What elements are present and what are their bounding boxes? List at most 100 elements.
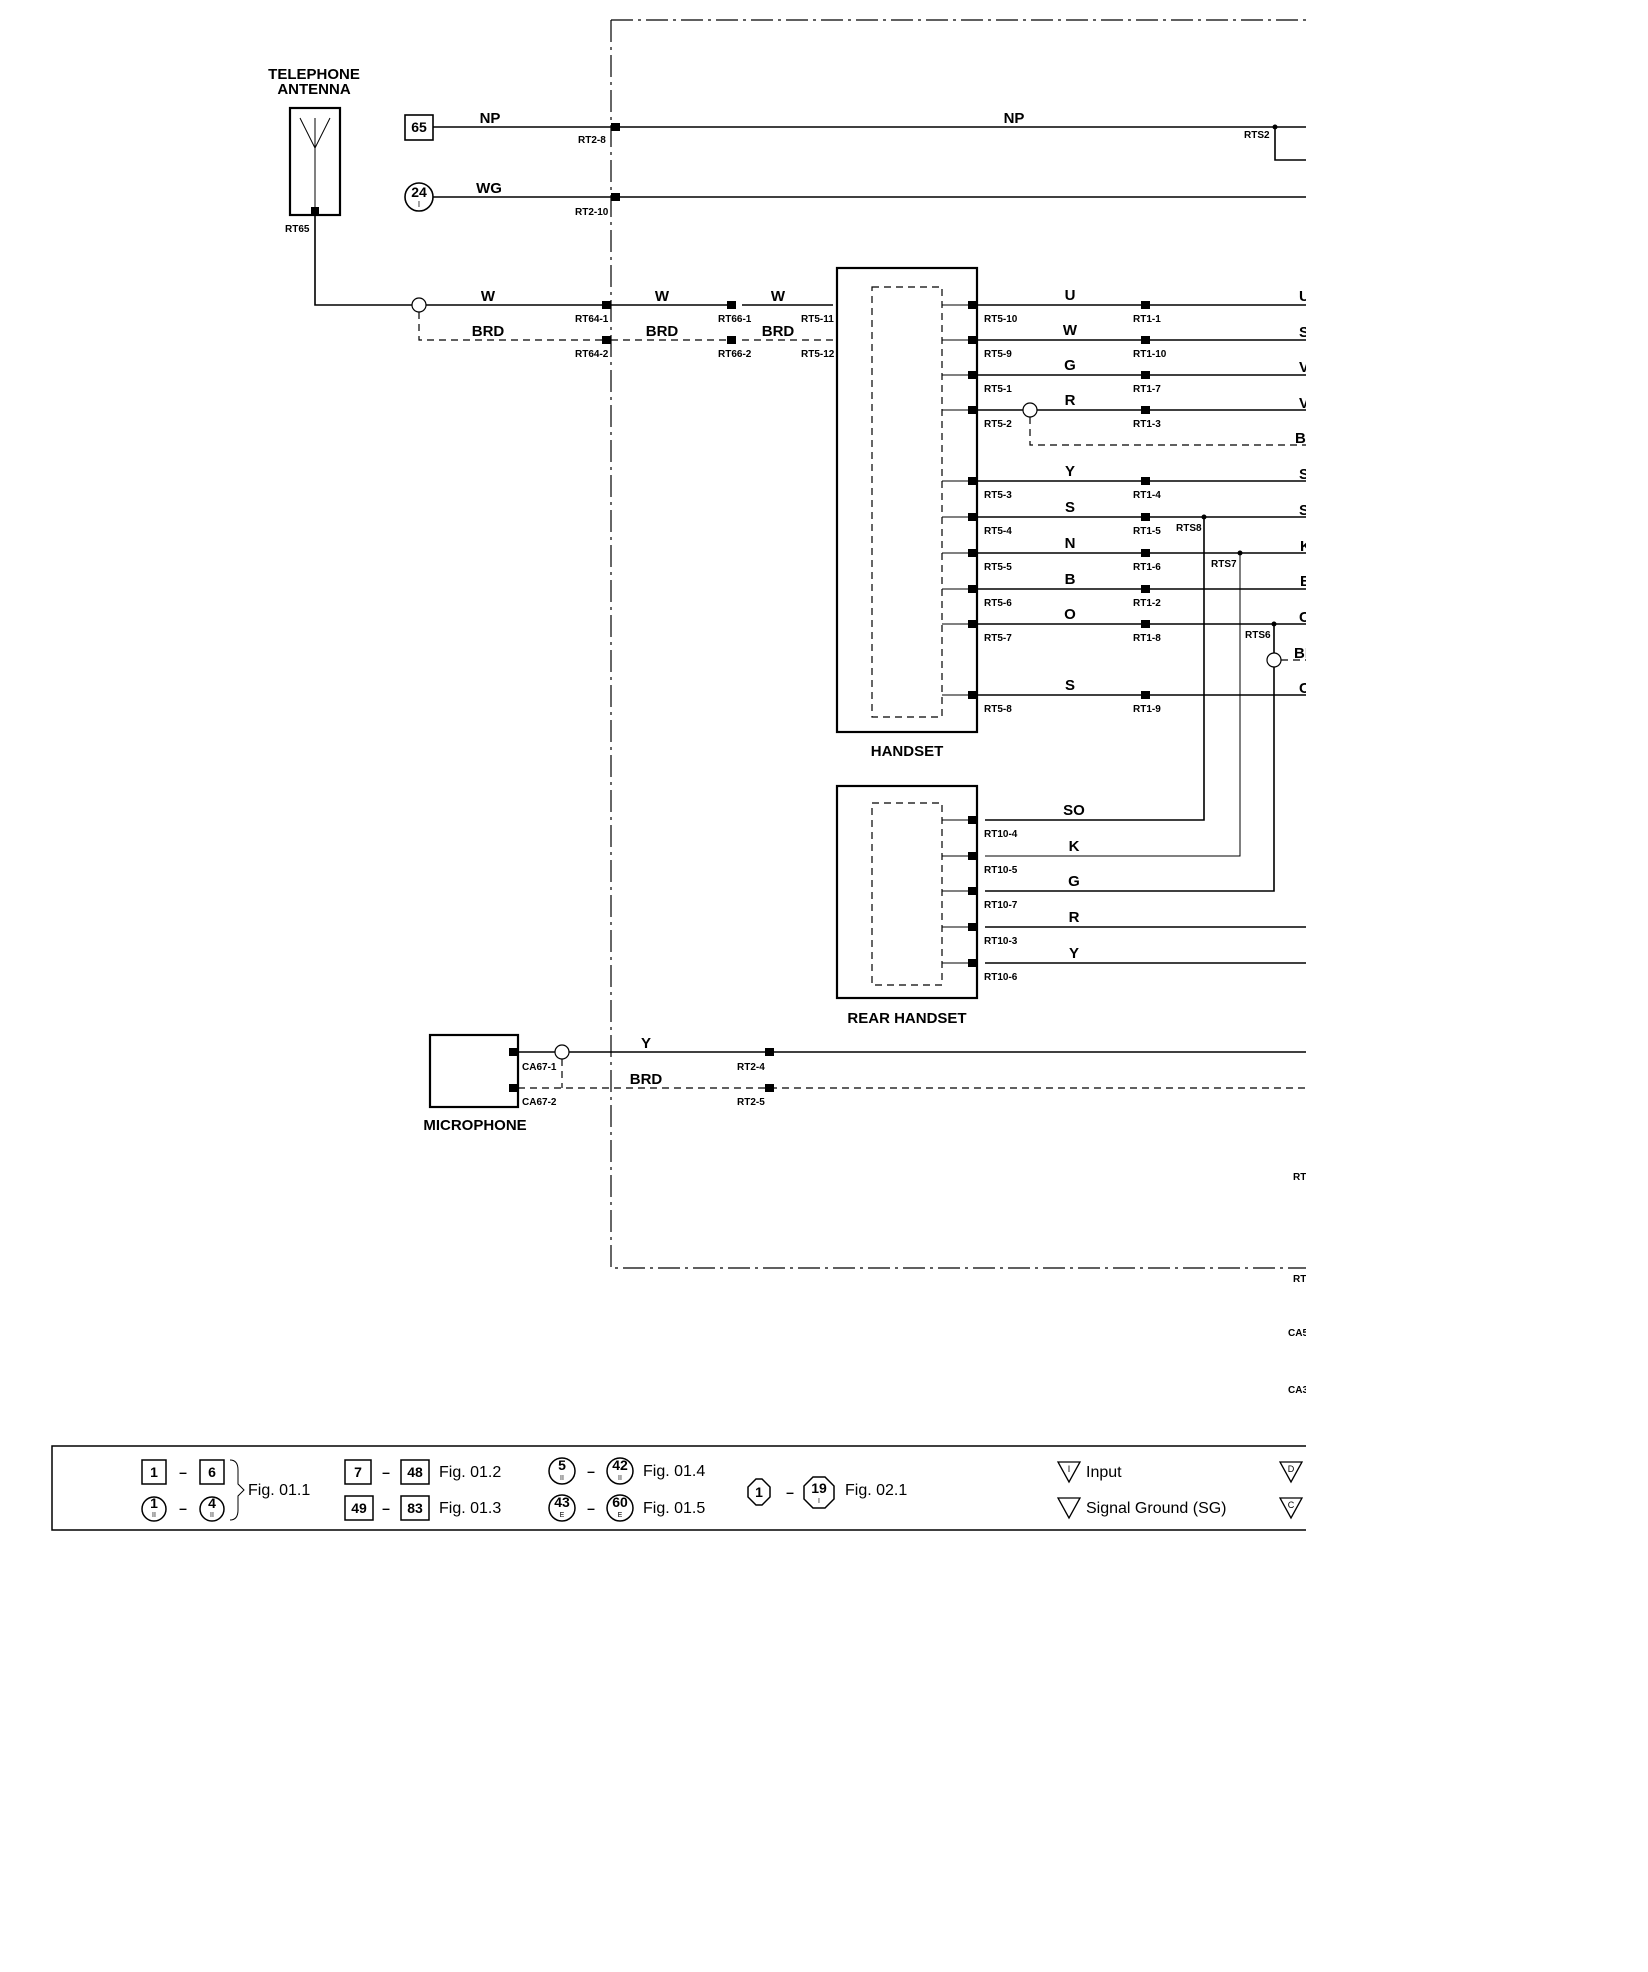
bl-dashed-branch (1029, 417, 1306, 446)
wire-brd-label-3: BRD (762, 323, 795, 340)
module-boundary (610, 19, 1306, 1269)
legend-dash-2: – (179, 1500, 187, 1516)
legend-box-83 (400, 1495, 430, 1521)
handset-wire-label: S (1065, 677, 1075, 694)
edge-label-s1: S (1299, 324, 1309, 341)
legend-dash-1: – (179, 1464, 187, 1480)
wire-mic-brd (518, 1059, 1306, 1089)
legend-fig-011: Fig. 01.1 (248, 1482, 310, 1499)
legend-circle-1-sub: II (152, 1512, 156, 1519)
antenna-terminal (311, 207, 319, 215)
wire-g-branch (985, 624, 1275, 892)
pin-rts6: RTS6 (1245, 630, 1271, 641)
edge-label-c2: C (1299, 680, 1310, 697)
rt1-pin-label: RT1-6 (1133, 562, 1161, 573)
handset-pin-label: RT5-6 (984, 598, 1012, 609)
legend-dash-6: – (587, 1500, 595, 1516)
edge-label-v2: V (1299, 395, 1309, 412)
pin-rts8: RTS8 (1176, 523, 1202, 534)
microphone-box (428, 1033, 520, 1109)
legend-circle-5-sub: II (560, 1475, 564, 1482)
ref-box-65-label: 65 (411, 119, 427, 135)
rear-handset-inner (871, 802, 943, 986)
legend-circle-4-sub: II (210, 1512, 214, 1519)
rear-wire-label: SO (1063, 802, 1085, 819)
legend-box-83-label: 83 (407, 1500, 423, 1516)
wire-np-label-1: NP (480, 110, 501, 127)
legend-circle-43 (548, 1494, 576, 1522)
legend-dash-7: – (786, 1484, 794, 1500)
rear-pin-label: RT10-3 (984, 936, 1018, 947)
wire-k-branch (985, 553, 1241, 857)
handset-pin-label: RT5-1 (984, 384, 1012, 395)
legend-dash-5: – (587, 1463, 595, 1479)
antenna-title-2: ANTENNA (277, 81, 350, 98)
input-triangle-icon (1056, 1461, 1082, 1484)
handset-pin-terminal (968, 301, 977, 309)
handset-wire-label: R (1065, 392, 1076, 409)
legend-box-6-label: 6 (208, 1464, 216, 1480)
handset-wire-label: U (1065, 287, 1076, 304)
wire-mic-y-label: Y (641, 1035, 651, 1052)
pin-ca67-1: CA67-1 (522, 1062, 557, 1073)
handset-pin-terminal (968, 477, 977, 485)
connector-rt66-2 (727, 336, 736, 344)
handset-pin-label: RT5-10 (984, 314, 1018, 325)
legend-brace-1 (229, 1459, 245, 1521)
legend-box-48 (400, 1459, 430, 1485)
rt1-pin-label: RT1-10 (1133, 349, 1167, 360)
legend-circle-60 (606, 1494, 634, 1522)
handset-wire-label: S (1065, 499, 1075, 516)
rear-pin-terminal (968, 852, 977, 860)
pin-rt2-8: RT2-8 (578, 135, 606, 146)
connector-rt2-10 (611, 193, 620, 201)
legend-box-1-label: 1 (150, 1464, 158, 1480)
shield-circle-2 (1022, 402, 1038, 418)
rt1-pin-label: RT1-2 (1133, 598, 1161, 609)
legend-hex-19-label: 19 (811, 1480, 827, 1496)
legend-fig-015: Fig. 01.5 (643, 1500, 705, 1517)
connector-rt1 (1141, 691, 1150, 699)
rear-pin-terminal (968, 959, 977, 967)
handset-pin-label: RT5-4 (984, 526, 1012, 537)
connector-rt2-4 (765, 1048, 774, 1056)
legend-circle-43-label: 43 (554, 1494, 570, 1510)
pin-rt64-1: RT64-1 (575, 314, 609, 325)
clock-triangle-label: C (1288, 1500, 1295, 1510)
legend-box-1 (141, 1459, 167, 1485)
wire-wg-label: WG (476, 180, 502, 197)
edge-label-s3: S (1299, 502, 1309, 519)
input-triangle-label: I (1068, 1464, 1071, 1474)
handset-wire-label: N (1065, 535, 1076, 552)
connector-rt1 (1141, 585, 1150, 593)
rear-pin-label: RT10-4 (984, 829, 1018, 840)
legend-circle-5-label: 5 (558, 1457, 566, 1473)
handset-pin-label: RT5-5 (984, 562, 1012, 573)
rear-pin-label: RT10-5 (984, 865, 1018, 876)
wire-mic-brd-label: BRD (630, 1071, 663, 1088)
handset-inner (871, 286, 943, 718)
legend-signal-ground: Signal Ground (SG) (1086, 1500, 1227, 1517)
rt1-pin-label: RT1-7 (1133, 384, 1161, 395)
connector-rt2-5 (765, 1084, 774, 1092)
legend-dash-4: – (382, 1500, 390, 1516)
legend-circle-1-label: 1 (150, 1495, 158, 1511)
legend-circle-4 (199, 1496, 225, 1522)
pin-rts2: RTS2 (1244, 130, 1270, 141)
mic-connector-1 (509, 1048, 518, 1056)
edge-label-bl2: BI (1294, 645, 1309, 662)
legend-circle-42 (606, 1457, 634, 1485)
handset-pin-terminal (968, 371, 977, 379)
edge-label-c1: C (1299, 609, 1310, 626)
legend-frame (51, 1445, 1306, 1531)
mic-connector-2 (509, 1084, 518, 1092)
rt1-pin-label: RT1-4 (1133, 490, 1161, 501)
edge-label-k: K (1300, 538, 1311, 555)
legend-fig-012: Fig. 01.2 (439, 1464, 501, 1481)
handset-wire-label: W (1063, 322, 1078, 339)
signal-ground-triangle-icon (1056, 1497, 1082, 1520)
connector-rt2-8 (611, 123, 620, 131)
legend-circle-42-sub: II (618, 1475, 622, 1482)
handset-pin-label: RT5-8 (984, 704, 1012, 715)
